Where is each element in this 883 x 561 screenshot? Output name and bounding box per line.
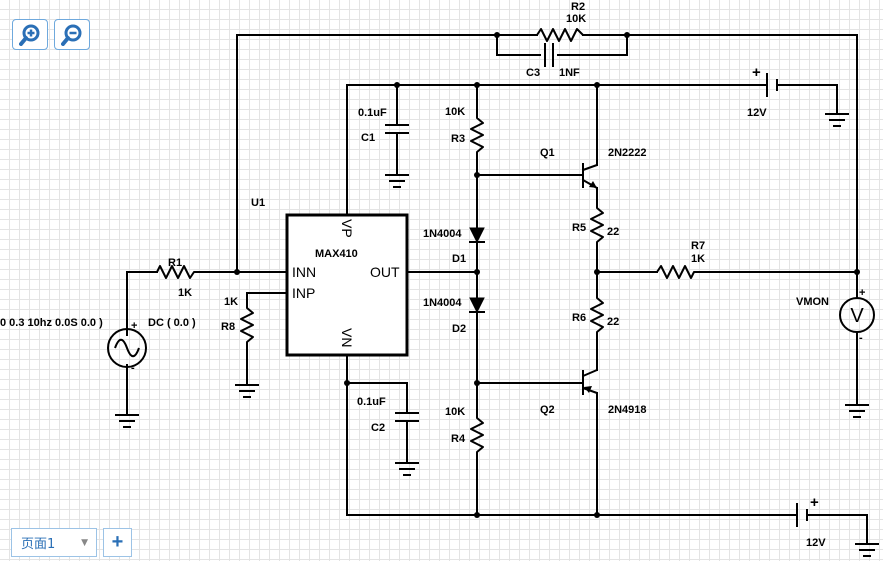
svg-text:12V: 12V bbox=[806, 537, 826, 549]
ground-r8 bbox=[235, 384, 259, 398]
page-tab-1[interactable]: 页面1 ▼ bbox=[11, 528, 97, 557]
zoom-out-icon bbox=[61, 24, 82, 46]
opamp-u1[interactable]: U1 MAX410 INN INP OUT VP VN bbox=[251, 197, 409, 357]
resistor-r1[interactable]: R1 1K bbox=[156, 257, 197, 299]
resistor-r2[interactable]: R2 10K bbox=[536, 1, 586, 42]
svg-text:OUT: OUT bbox=[370, 264, 400, 280]
ground-bottom-battery bbox=[855, 543, 879, 557]
svg-text:1K: 1K bbox=[178, 287, 192, 299]
add-page-button[interactable]: + bbox=[103, 528, 132, 557]
resistor-r8[interactable]: 1K R8 bbox=[221, 296, 254, 345]
svg-text:C1: C1 bbox=[361, 132, 375, 144]
svg-text:2N4918: 2N4918 bbox=[608, 404, 647, 416]
resistor-r4[interactable]: 10K R4 bbox=[445, 406, 484, 455]
page-tab-label: 页面1 bbox=[21, 537, 56, 552]
svg-text:Q2: Q2 bbox=[540, 404, 555, 416]
junction-dots bbox=[234, 32, 860, 518]
svg-text:U1: U1 bbox=[251, 197, 265, 209]
svg-text:D1: D1 bbox=[452, 253, 466, 265]
svg-text:0.1uF: 0.1uF bbox=[357, 396, 386, 408]
svg-text:VP: VP bbox=[339, 219, 355, 238]
resistor-r6[interactable]: R6 22 bbox=[572, 295, 619, 335]
svg-text:10K: 10K bbox=[445, 106, 465, 118]
transistor-q1[interactable]: Q1 2N2222 bbox=[540, 147, 647, 189]
svg-text:C3: C3 bbox=[526, 67, 540, 79]
capacitor-c3[interactable]: C3 1NF bbox=[526, 43, 580, 79]
svg-text:R8: R8 bbox=[221, 321, 235, 333]
ground-top-battery bbox=[825, 113, 849, 127]
svg-text:DC ( 0.0 ): DC ( 0.0 ) bbox=[148, 317, 196, 329]
svg-text:12V: 12V bbox=[747, 107, 767, 119]
svg-text:C2: C2 bbox=[371, 422, 385, 434]
diode-d2[interactable]: 1N4004 D2 bbox=[423, 297, 485, 335]
svg-text:10K: 10K bbox=[566, 13, 586, 25]
svg-text:-: - bbox=[131, 362, 135, 374]
svg-text:R7: R7 bbox=[691, 240, 705, 252]
zoom-out-button[interactable] bbox=[54, 19, 90, 50]
svg-text:1N4004: 1N4004 bbox=[423, 228, 462, 240]
zoom-in-icon bbox=[19, 24, 40, 46]
resistor-r5[interactable]: R5 22 bbox=[572, 205, 619, 245]
svg-text:-: - bbox=[859, 332, 863, 344]
transistor-q2[interactable]: Q2 2N4918 bbox=[540, 369, 647, 416]
ac-voltage-source[interactable]: + - 0 0.3 10hz 0.0S 0.0 ) DC ( 0.0 ) bbox=[0, 317, 196, 374]
ground-source bbox=[115, 414, 139, 428]
ground-c1 bbox=[385, 174, 409, 188]
svg-text:1N4004: 1N4004 bbox=[423, 297, 462, 309]
svg-text:0.1uF: 0.1uF bbox=[358, 107, 387, 119]
svg-text:R6: R6 bbox=[572, 312, 586, 324]
svg-text:INP: INP bbox=[292, 285, 315, 301]
voltmeter-vmon[interactable]: V + - VMON bbox=[796, 287, 875, 344]
zoom-in-button[interactable] bbox=[12, 19, 48, 50]
svg-text:22: 22 bbox=[607, 316, 619, 328]
svg-text:R1: R1 bbox=[168, 257, 182, 269]
svg-text:R5: R5 bbox=[572, 222, 586, 234]
svg-text:R3: R3 bbox=[451, 133, 465, 145]
svg-text:VMON: VMON bbox=[796, 296, 829, 308]
svg-text:1NF: 1NF bbox=[559, 67, 580, 79]
ground-vmon bbox=[845, 404, 869, 418]
page-bar: 页面1 ▼ + bbox=[11, 528, 132, 557]
chevron-down-icon: ▼ bbox=[81, 537, 88, 548]
svg-text:+: + bbox=[859, 287, 865, 299]
svg-text:1K: 1K bbox=[691, 253, 705, 265]
svg-text:+: + bbox=[810, 494, 819, 511]
svg-text:0 0.3 10hz 0.0S 0.0 ): 0 0.3 10hz 0.0S 0.0 ) bbox=[0, 317, 103, 329]
capacitor-c2[interactable]: 0.1uF C2 bbox=[357, 396, 419, 434]
svg-text:1K: 1K bbox=[224, 296, 238, 308]
svg-text:22: 22 bbox=[607, 226, 619, 238]
capacitor-c1[interactable]: 0.1uF C1 bbox=[358, 107, 409, 144]
svg-text:+: + bbox=[752, 64, 761, 81]
svg-text:10K: 10K bbox=[445, 406, 465, 418]
svg-text:V: V bbox=[850, 305, 864, 327]
svg-text:R4: R4 bbox=[451, 433, 466, 445]
plus-icon: + bbox=[111, 531, 124, 553]
svg-text:MAX410: MAX410 bbox=[315, 248, 358, 260]
svg-text:R2: R2 bbox=[571, 1, 585, 13]
battery-bottom-12v[interactable]: + 12V bbox=[796, 494, 826, 549]
svg-text:2N2222: 2N2222 bbox=[608, 147, 647, 159]
resistor-r3[interactable]: 10K R3 bbox=[445, 106, 484, 155]
svg-text:VN: VN bbox=[339, 328, 355, 347]
resistor-r7[interactable]: R7 1K bbox=[656, 240, 705, 279]
battery-top-12v[interactable]: + 12V bbox=[747, 64, 778, 119]
svg-text:D2: D2 bbox=[452, 323, 466, 335]
ground-c2 bbox=[395, 462, 419, 476]
diode-d1[interactable]: 1N4004 D1 bbox=[423, 227, 485, 265]
svg-text:+: + bbox=[131, 320, 137, 332]
svg-text:Q1: Q1 bbox=[540, 147, 555, 159]
svg-text:INN: INN bbox=[292, 264, 316, 280]
